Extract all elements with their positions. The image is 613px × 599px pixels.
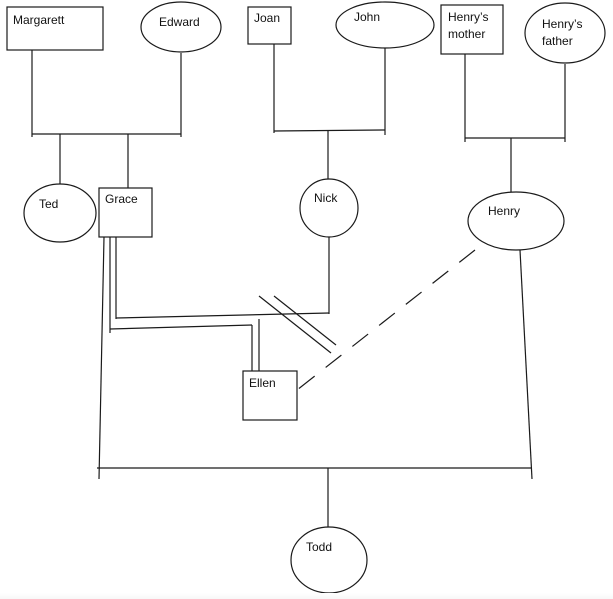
relationship-grace-henry: [97, 236, 533, 527]
person-joan: Joan: [247, 6, 292, 45]
divorce-slash-1: [258, 295, 332, 354]
person-nick: Nick: [299, 178, 359, 238]
bottom-edge-fade: [0, 593, 613, 599]
person-label: Grace: [105, 192, 138, 206]
square-node: [440, 4, 504, 55]
circle-node: [23, 183, 97, 243]
person-ted: Ted: [23, 183, 97, 243]
person-label: Joan: [254, 11, 280, 25]
divorce-slash-2: [273, 295, 337, 346]
person-label: John: [354, 10, 380, 24]
person-label: Nick: [314, 191, 338, 205]
square-node: [6, 6, 104, 51]
person-john: John: [335, 1, 435, 49]
circle-node: [524, 2, 606, 64]
circle-node: [467, 191, 565, 251]
person-label: Ellen: [249, 376, 276, 390]
person-edward: Edward: [140, 1, 222, 53]
circle-node: [299, 178, 359, 238]
person-margarett: Margarett: [6, 6, 104, 51]
marriage-line-joan-john: [273, 44, 386, 180]
relationship-grace-ellen: [109, 237, 260, 372]
person-label: mother: [448, 27, 485, 41]
circle-node: [140, 1, 222, 53]
person-label: Henry’s: [542, 17, 582, 31]
dashed-connection-henry-ellen: [296, 249, 476, 391]
square-node: [247, 6, 292, 45]
person-label: Henry’s: [448, 10, 488, 24]
marriage-line-margarett-edward: [31, 50, 182, 189]
person-henry: Henry: [467, 191, 565, 251]
person-label: Ted: [39, 197, 58, 211]
person-label: father: [542, 34, 573, 48]
person-label: Todd: [306, 540, 332, 554]
person-label: Margarett: [13, 13, 65, 27]
person-henrys-father: Henry’s father: [524, 2, 606, 64]
person-henrys-mother: Henry’s mother: [440, 4, 504, 55]
circle-node: [290, 526, 368, 594]
marriage-line-henrys-parents: [464, 54, 566, 192]
person-label: Henry: [488, 204, 520, 218]
square-node: [98, 187, 153, 238]
person-ellen: Ellen: [242, 370, 298, 421]
person-grace: Grace: [98, 187, 153, 238]
person-label: Edward: [159, 15, 200, 29]
circle-node: [335, 1, 435, 49]
relationship-grace-nick-divorced: [115, 237, 337, 354]
square-node: [242, 370, 298, 421]
person-todd: Todd: [290, 526, 368, 594]
